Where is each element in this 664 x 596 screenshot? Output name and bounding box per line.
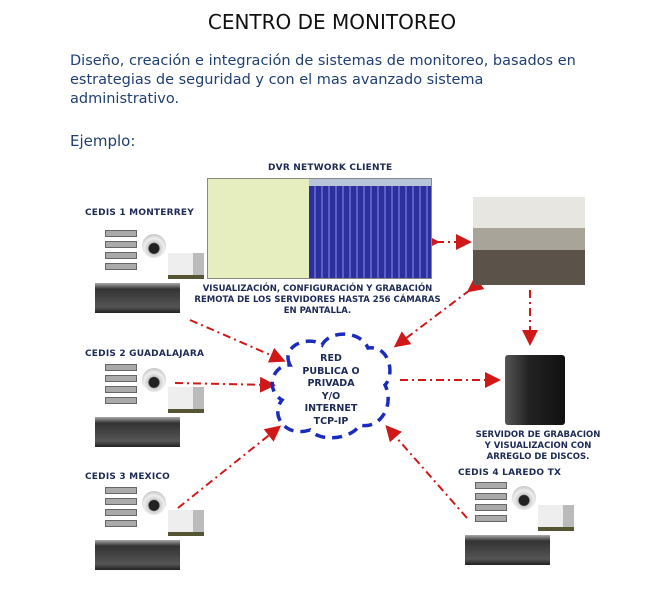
arrow-photo-cloud [393, 276, 485, 348]
camera-icon [105, 386, 137, 393]
camera-icon [105, 498, 137, 505]
camera-grid-view [309, 179, 431, 278]
caption-line: REMOTA DE LOS SERVIDORES HASTA 256 CÁMAR… [194, 295, 441, 305]
dvr-client-screenshot [207, 178, 432, 279]
intro-paragraph: Diseño, creación e integración de sistem… [70, 53, 576, 107]
dvr-server-image [95, 417, 180, 447]
site-label-cedis3: CEDIS 3 MEXICO [85, 472, 171, 482]
dvr-server-image [465, 535, 550, 565]
camera-icon [105, 252, 137, 259]
camera-icon [105, 487, 137, 494]
site-equipment-cedis2 [95, 362, 220, 462]
server-caption: SERVIDOR DE GRABACION Y VISUALIZACION CO… [468, 430, 608, 463]
camera-icon [475, 482, 507, 489]
dome-camera-icon [142, 368, 166, 392]
camera-icon [105, 397, 137, 404]
camera-icon [105, 263, 137, 270]
cloud-label: RED PUBLICA O PRIVADA Y/O INTERNET TCP-I… [290, 353, 372, 428]
camera-icon [105, 364, 137, 371]
dome-camera-icon [142, 234, 166, 258]
caption-line: Y VISUALIZACION CON [484, 441, 592, 451]
site-equipment-cedis4 [465, 480, 590, 580]
site-label-cedis1: CEDIS 1 MONTERREY [85, 208, 194, 218]
arrow-cedis3 [177, 425, 282, 509]
cloud-line: PUBLICA O [302, 365, 360, 377]
camera-icon [105, 230, 137, 237]
camera-icon [105, 509, 137, 516]
dvr-caption: VISUALIZACIÓN, CONFIGURACIÓN Y GRABACIÓN… [190, 284, 445, 317]
camera-icon [105, 375, 137, 382]
truck-image [168, 387, 204, 413]
caption-line: SERVIDOR DE GRABACION [475, 430, 601, 440]
site-equipment-cedis3 [95, 485, 220, 585]
truck-image [168, 253, 204, 279]
site-equipment-cedis1 [95, 228, 220, 328]
truck-image [538, 505, 574, 531]
example-label: Ejemplo: [70, 132, 136, 150]
caption-line: VISUALIZACIÓN, CONFIGURACIÓN Y GRABACIÓN [202, 284, 433, 294]
arrow-cedis2 [174, 376, 276, 393]
window-toolbar [309, 179, 431, 186]
camera-icon [475, 504, 507, 511]
camera-icon [475, 515, 507, 522]
camera-icon [105, 520, 137, 527]
camera-icon [475, 493, 507, 500]
truck-image [168, 510, 204, 536]
camera-icon [105, 241, 137, 248]
caption-line: EN PANTALLA. [283, 306, 352, 316]
site-label-cedis2: CEDIS 2 GUADALAJARA [85, 349, 205, 359]
network-cloud [270, 332, 392, 440]
page-title: CENTRO DE MONITOREO [207, 10, 457, 34]
dome-camera-icon [512, 486, 536, 510]
map-view [208, 179, 309, 278]
site-label-cedis4: CEDIS 4 LAREDO TX [458, 468, 562, 478]
arrow-cedis4 [385, 424, 468, 519]
dome-camera-icon [142, 491, 166, 515]
cloud-line: Y/O [321, 390, 341, 402]
recording-server-image [505, 355, 565, 425]
cloud-line: INTERNET [304, 403, 358, 414]
dvr-server-image [95, 283, 180, 313]
control-room-photo [473, 197, 585, 285]
cloud-line: TCP-IP [313, 415, 349, 427]
cloud-line: RED [320, 353, 342, 364]
cloud-line: PRIVADA [307, 378, 355, 389]
dvr-server-image [95, 540, 180, 570]
dvr-client-title: DVR NETWORK CLIENTE [268, 163, 393, 173]
caption-line: ARREGLO DE DISCOS. [486, 452, 590, 462]
